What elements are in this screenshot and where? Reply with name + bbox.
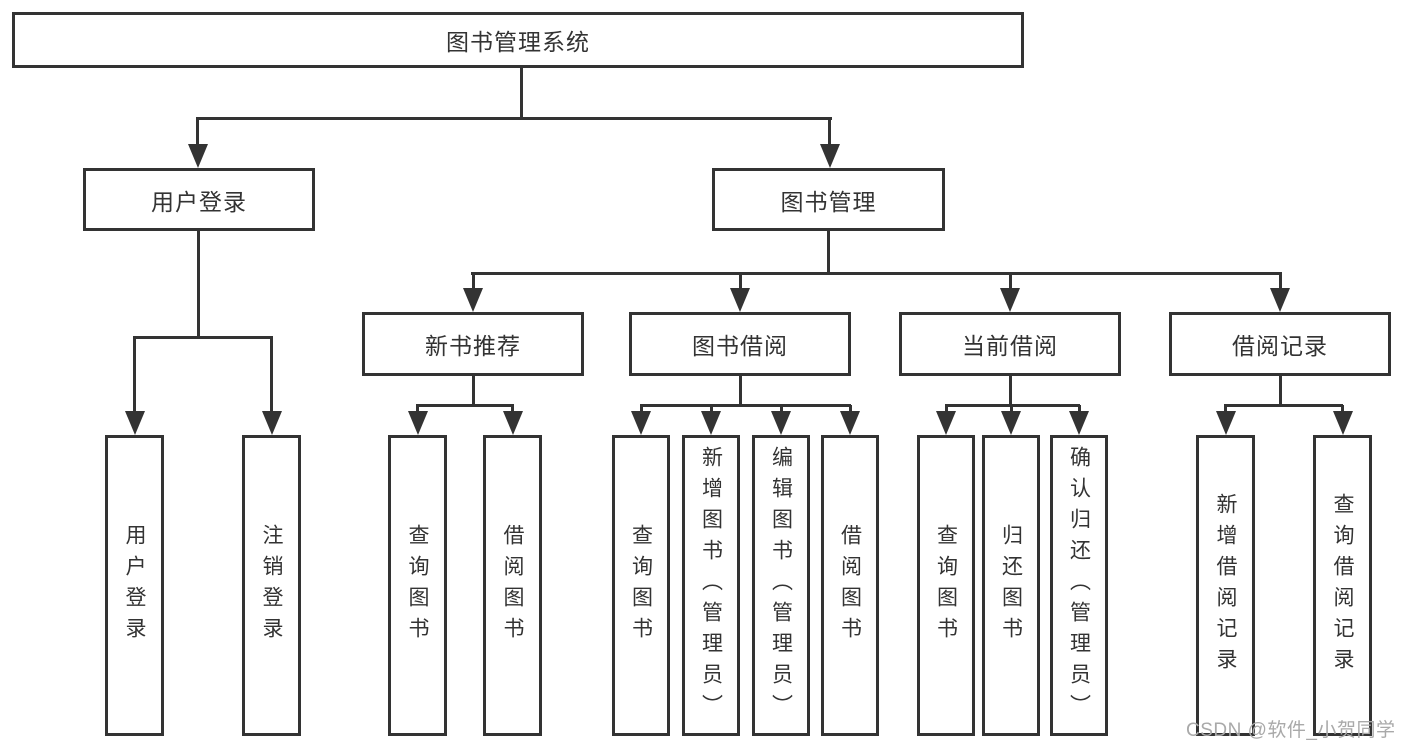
connector-vline <box>1009 374 1012 407</box>
leaf-query-books-current: 查询图书 <box>917 435 975 736</box>
leaf-label: 查询借阅记录 <box>1331 492 1354 679</box>
leaf-label: 查询图书 <box>629 523 653 648</box>
leaf-user-login: 用户登录 <box>105 435 164 736</box>
connector-hline <box>640 404 851 407</box>
connector-vline <box>1009 274 1012 291</box>
connector-vline <box>1279 374 1282 407</box>
arrowhead <box>188 144 208 168</box>
leaf-query-borrow-record: 查询借阅记录 <box>1313 435 1372 736</box>
leaf-label: 查询图书 <box>406 523 429 648</box>
connector-vline <box>472 274 475 291</box>
connector-vline <box>710 405 713 414</box>
leaf-logout: 注销登录 <box>242 435 301 736</box>
connector-vline <box>780 405 783 414</box>
arrowhead <box>262 411 282 435</box>
watermark: CSDN @软件_小贺同学 <box>1186 720 1396 741</box>
connector-vline <box>1010 405 1013 414</box>
node-borrow-records: 借阅记录 <box>1169 312 1391 376</box>
node-current-borrow: 当前借阅 <box>899 312 1121 376</box>
leaf-label: 借阅图书 <box>501 523 524 648</box>
connector-vline <box>1224 405 1227 414</box>
arrowhead <box>125 411 145 435</box>
arrowhead <box>463 288 483 312</box>
leaf-label: 用户登录 <box>123 523 146 648</box>
connector-vline <box>270 338 273 414</box>
arrowhead <box>1333 411 1353 435</box>
connector-hline <box>416 404 514 407</box>
leaf-query-books-recommend: 查询图书 <box>388 435 447 736</box>
leaf-label: 新增借阅记录 <box>1214 492 1237 679</box>
connector-vline <box>1341 405 1344 414</box>
connector-hline <box>196 117 832 120</box>
leaf-add-borrow-record: 新增借阅记录 <box>1196 435 1255 736</box>
connector-vline <box>472 374 475 407</box>
connector-vline <box>849 405 852 414</box>
connector-vline <box>640 405 643 414</box>
node-new-book-recommend: 新书推荐 <box>362 312 584 376</box>
connector-vline <box>511 405 514 414</box>
leaf-add-book-admin: 新增图书（管理员） <box>682 435 740 736</box>
connector-vline <box>197 231 200 339</box>
connector-vline <box>945 405 948 414</box>
connector-hline <box>471 272 1282 275</box>
arrowhead <box>730 288 750 312</box>
arrowhead <box>701 411 721 435</box>
leaf-borrow-books-recommend: 借阅图书 <box>483 435 542 736</box>
arrowhead <box>1001 411 1021 435</box>
connector-vline <box>133 338 136 414</box>
connector-vline <box>196 119 199 149</box>
node-book-borrow: 图书借阅 <box>629 312 851 376</box>
arrowhead <box>1270 288 1290 312</box>
arrowhead <box>503 411 523 435</box>
node-book-management: 图书管理 <box>712 168 945 231</box>
arrowhead <box>408 411 428 435</box>
leaf-confirm-return-admin: 确认归还（管理员） <box>1050 435 1108 736</box>
node-root: 图书管理系统 <box>12 12 1024 68</box>
leaf-label: 确认归还（管理员） <box>1067 446 1091 725</box>
leaf-return-book: 归还图书 <box>982 435 1040 736</box>
connector-vline <box>827 231 830 275</box>
arrowhead <box>1216 411 1236 435</box>
arrowhead <box>1069 411 1089 435</box>
connector-vline <box>739 374 742 407</box>
arrowhead <box>820 144 840 168</box>
node-user-login: 用户登录 <box>83 168 315 231</box>
connector-hline <box>133 336 273 339</box>
connector-vline <box>828 119 831 149</box>
leaf-label: 新增图书（管理员） <box>699 446 723 725</box>
leaf-borrow-books-borrow: 借阅图书 <box>821 435 879 736</box>
arrowhead <box>631 411 651 435</box>
leaf-label: 借阅图书 <box>838 523 862 648</box>
connector-vline <box>739 274 742 291</box>
arrowhead <box>1000 288 1020 312</box>
leaf-label: 编辑图书（管理员） <box>769 446 793 725</box>
arrowhead <box>840 411 860 435</box>
leaf-query-books-borrow: 查询图书 <box>612 435 670 736</box>
connector-vline <box>1279 274 1282 291</box>
leaf-label: 注销登录 <box>260 523 283 648</box>
arrowhead <box>771 411 791 435</box>
connector-vline <box>1078 405 1081 414</box>
leaf-label: 归还图书 <box>999 523 1023 648</box>
connector-vline <box>520 67 523 119</box>
arrowhead <box>936 411 956 435</box>
connector-hline <box>1224 404 1343 407</box>
leaf-edit-book-admin: 编辑图书（管理员） <box>752 435 810 736</box>
connector-vline <box>416 405 419 414</box>
leaf-label: 查询图书 <box>934 523 958 648</box>
